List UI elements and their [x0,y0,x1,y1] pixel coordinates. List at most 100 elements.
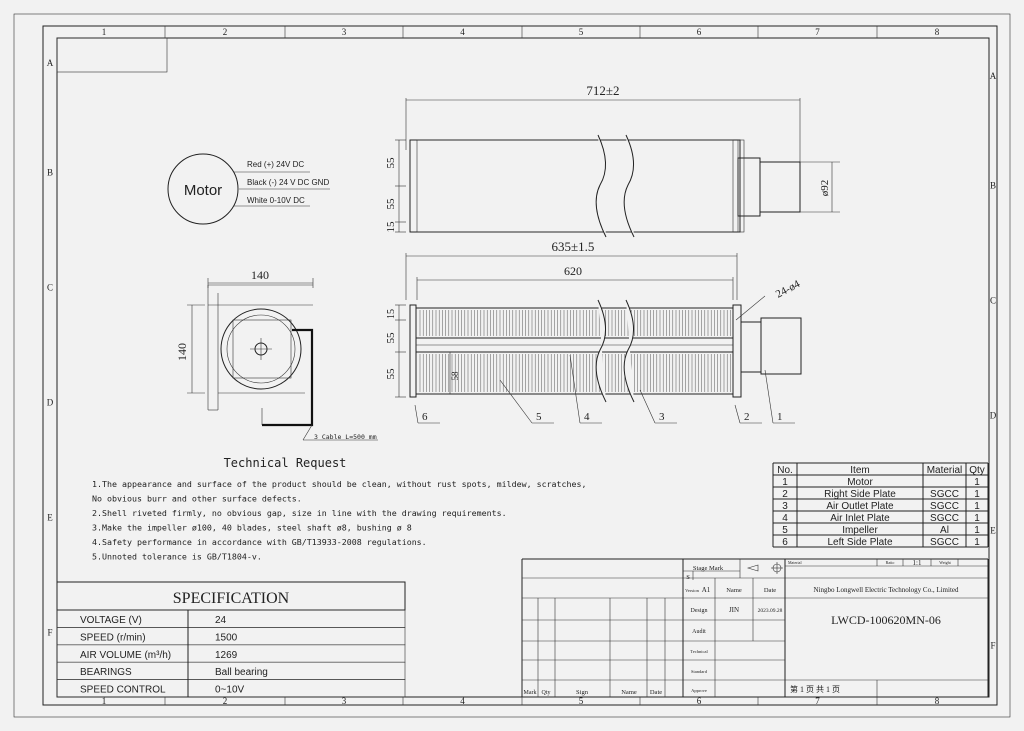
top-view [395,98,840,238]
callout-number: 3 [659,411,665,423]
front-view [395,253,802,403]
bom-cell: Impeller [842,525,878,536]
spec-key: BEARINGS [80,667,132,678]
footer-qty: Qty [542,690,551,696]
technical-line: 5.Unnoted tolerance is GB/T1804-v. [92,552,262,562]
footer-name: Name [621,689,637,696]
grid-col-bottom: 2 [223,696,228,706]
standard-label: Standard [691,669,708,674]
bom-cell: 1 [974,477,980,488]
grid-col-top: 2 [223,27,228,37]
part-number: LWCD-100620MN-06 [831,613,941,627]
dim-55-a: 55 [385,157,397,169]
version-value: A1 [702,586,711,594]
version-label: Version [685,588,699,593]
grid-row-right: A [990,71,997,81]
wire-black-label: Black (-) 24 V DC GND [247,178,329,187]
grid-row-left: E [47,513,53,523]
bom-cell: 1 [974,525,980,536]
grid-row-left: C [47,283,53,293]
bom-cell: 3 [782,501,788,512]
overall-length-dim: 712±2 [586,83,619,98]
bom-cell: Motor [847,477,873,488]
spec-value: 1269 [215,650,238,661]
company-name: Ningbo Longwell Electric Technology Co.,… [814,586,959,594]
spec-value: 1500 [215,632,238,643]
page-indicator: 第 1 页 共 1 页 [790,684,840,694]
technical-line: 3.Make the impeller ø100, 40 blades, ste… [92,523,412,533]
grid-row-left: A [47,58,54,68]
side-height-dim: 140 [175,343,189,361]
stage-s: S [686,574,690,581]
bom-cell: 1 [974,537,980,548]
dim-55-c: 55 [385,332,397,344]
bom-header: Qty [969,465,985,476]
bom-cell: 2 [782,489,788,500]
bom-cell: 4 [782,513,788,524]
bom-cell: 1 [974,489,980,500]
motor-diameter-dim: ø92 [819,180,831,197]
bom-cell: 6 [782,537,788,548]
grid-col-bottom: 8 [935,696,940,706]
callout-number: 2 [744,411,750,423]
technical-title: Technical Request [224,456,347,470]
grid-row-right: B [990,181,996,191]
impeller-length-dim: 620 [564,264,582,278]
grid-col-top: 4 [460,27,465,37]
bom-cell: 1 [974,501,980,512]
date-label: Date [764,587,776,594]
bom-cell: SGCC [930,489,959,500]
material-label: Material [788,560,802,565]
impeller-diameter-dim: 58 [450,371,460,381]
bom-cell: Air Outlet Plate [826,501,894,512]
corner-box [56,37,168,73]
callout-number: 4 [584,411,590,423]
holes-dim: 24-ø4 [774,278,803,301]
bom-cell: SGCC [930,537,959,548]
ratio-label: Ratio [886,560,895,565]
grid-row-left: F [47,628,52,638]
bom-cell: SGCC [930,513,959,524]
spec-key: SPEED CONTROL [80,685,166,696]
footer-sign: Sign [576,689,589,696]
side-view [187,278,378,441]
audit-label: Audit [692,629,706,635]
bom-cell: 1 [782,477,788,488]
grid-row-right: F [990,641,995,651]
bom-header: Material [927,465,963,476]
bom-header: No. [777,465,793,476]
bom-cell: SGCC [930,501,959,512]
wire-white-label: White 0-10V DC [247,196,305,205]
dim-15-b: 15 [386,309,397,319]
weight-label: Weight [939,560,951,565]
callout-number: 1 [777,411,783,423]
bom-cell: 1 [974,513,980,524]
spec-value: 0~10V [215,685,245,696]
footer-mark: Mark [524,690,537,696]
ratio-value: 1:1 [913,559,922,567]
technical-lines: 1.The appearance and surface of the prod… [92,479,587,562]
frame-inner [56,37,990,698]
bom-cell: Al [940,525,949,536]
dim-55-d: 55 [385,368,397,380]
spec-value: Ball bearing [215,667,268,678]
cable-label: 3 Cable L=500 mm [314,433,377,441]
callout-number: 6 [422,411,428,423]
sheet-border [13,13,1011,718]
footer-date: Date [650,689,662,696]
housing-length-dim: 635±1.5 [552,239,595,254]
grid-col-top: 6 [697,27,702,37]
approve-label: Approve [691,688,707,693]
grid-col-bottom: 1 [102,696,107,706]
motor-circle [167,153,239,225]
motor-label: Motor [184,182,222,199]
dim-15-a: 15 [385,221,397,233]
spec-key: VOLTAGE (V) [80,615,142,626]
stage-mark-label: Stage Mark [693,565,724,572]
grid-row-left: D [47,398,54,408]
